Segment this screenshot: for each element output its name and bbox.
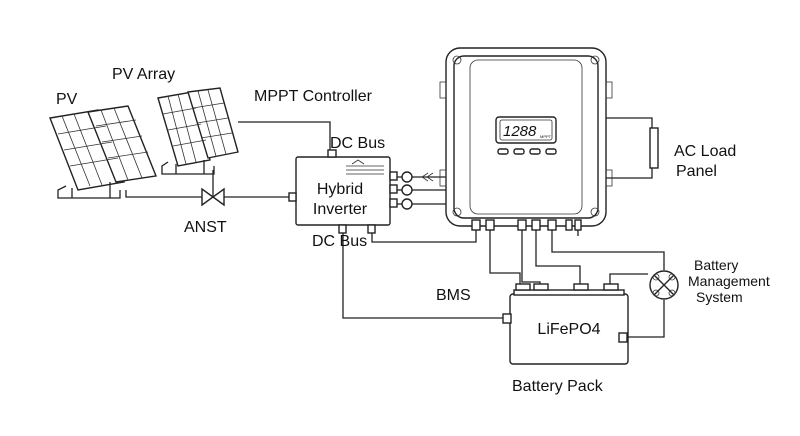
label-bms-line3: System [696, 289, 743, 305]
control-button-3[interactable] [529, 148, 541, 155]
ac-load-connector [649, 127, 659, 169]
controller-battery-wiring [371, 230, 665, 288]
control-button-4[interactable] [545, 148, 557, 155]
battery-pack [502, 283, 629, 365]
control-button-2[interactable] [513, 148, 525, 155]
label-dc-bus-bottom: DC Bus [312, 233, 367, 250]
display-brand: MPPT [540, 134, 552, 139]
label-pv: PV [56, 91, 78, 108]
label-lifepo4: LiFePO4 [537, 321, 600, 338]
label-inverter: Inverter [313, 201, 368, 218]
bms-unit [609, 270, 679, 338]
label-anst: ANST [184, 219, 227, 236]
label-mppt-controller: MPPT Controller [254, 88, 373, 105]
ac-load-wire [606, 117, 653, 179]
label-bms-line1: Battery [694, 257, 738, 273]
label-bms-line2: Management [688, 273, 770, 289]
pv-wiring [125, 170, 292, 198]
label-dc-bus-top: DC Bus [330, 135, 385, 152]
label-bms: BMS [436, 287, 471, 304]
inverter-symbol-icon [346, 159, 384, 175]
control-button-1[interactable] [497, 148, 509, 155]
mppt-controller-unit [439, 47, 613, 231]
dc-bus-battery-wire [342, 233, 504, 319]
lcd-display [495, 116, 557, 144]
mppt-wire [238, 121, 331, 156]
label-battery-pack: Battery Pack [512, 378, 604, 395]
label-panel: Panel [676, 163, 717, 180]
label-hybrid: Hybrid [317, 181, 363, 198]
label-pv-array: PV Array [112, 66, 175, 83]
pv-panel-array [157, 87, 239, 175]
anst-valve-icon [201, 187, 225, 207]
pv-panel-left [49, 105, 157, 199]
display-reading: 1288 [503, 123, 537, 140]
label-ac-load: AC Load [674, 143, 736, 160]
hybrid-inverter [288, 149, 398, 234]
inverter-controller-wiring [397, 171, 446, 210]
